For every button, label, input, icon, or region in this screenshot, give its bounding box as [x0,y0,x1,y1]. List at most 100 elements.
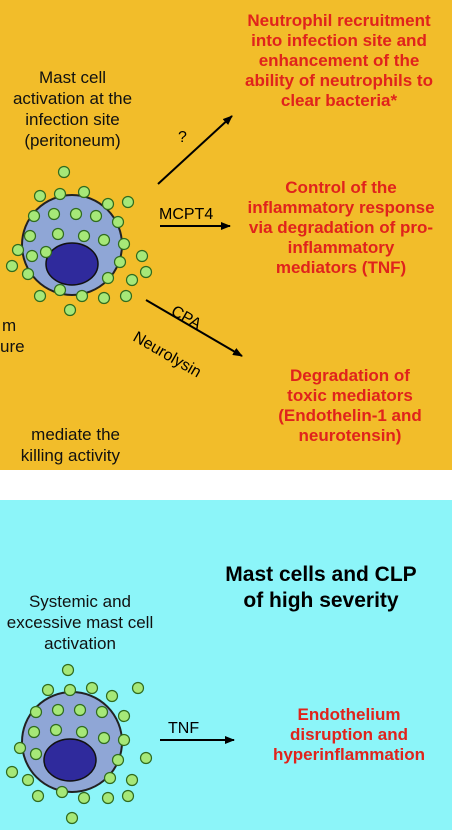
granule [27,209,41,223]
outcome-recruitment-text: Neutrophil recruitment into infection si… [226,11,452,111]
title-line: of high severity [243,589,399,612]
outcome-line: Control of the [285,178,397,197]
granule [39,245,53,259]
granule [21,773,35,787]
arrow-cpa-neurolysin [145,299,243,357]
outcome-line: clear bacteria* [280,91,398,110]
granule [117,237,131,251]
granule [33,289,47,303]
granule [103,771,117,785]
granule [29,747,43,761]
note-line: killing activity [20,446,120,465]
cpa-label: CPA [168,303,204,334]
granule [101,271,115,285]
question-mark-label: ? [178,129,187,146]
granule [135,249,149,263]
granule [85,681,99,695]
activation-line: excessive mast cell [6,613,154,632]
granule [33,189,47,203]
granule [73,703,87,717]
granule [75,289,89,303]
outcome-line: Endothelium [297,705,401,724]
granule [25,249,39,263]
granule [53,187,67,201]
bottom-panel: TNF Mast cells and CLP of high severity … [0,500,452,830]
activation-line: activation at the [12,89,133,108]
activation-line: (peritoneum) [24,131,121,150]
granule [5,765,19,779]
neurolysin-label: Neurolysin [130,329,204,382]
granule [57,165,71,179]
fragment-line: ure [0,337,25,356]
fragment-line: m [2,316,17,335]
activation-line: Systemic and [28,592,132,611]
top-diagram-svg: ? MCPT4 CPA Neurolysin [5,115,243,382]
granule [21,267,35,281]
granule [69,207,83,221]
mcpt4-label: MCPT4 [159,206,213,223]
bottom-diagram-svg: TNF [5,663,235,825]
activation-text: Mast cell activation at the infection si… [0,67,145,151]
granule [5,259,19,273]
granule [29,705,43,719]
mast-cell-bottom [5,663,153,825]
outcome-endothelium-text: Endothelium disruption and hyperinflamma… [246,705,452,765]
outcome-line: via degradation of pro- [248,218,434,237]
granule [105,689,119,703]
severity-title: Mast cells and CLP of high severity [190,562,452,614]
granule [125,273,139,287]
outcome-line: Neutrophil recruitment [247,11,431,30]
outcome-degradation-text: Degradation of toxic mediators (Endothel… [248,366,452,446]
granule [61,663,75,677]
granule [11,243,25,257]
granule [125,773,139,787]
granule [47,207,61,221]
granule [27,725,41,739]
title-line: Mast cells and CLP [225,563,417,586]
granule [23,229,37,243]
granule [65,811,79,825]
granule [77,185,91,199]
granule [121,789,135,803]
granule [119,289,133,303]
killing-activity-text: mediate the killing activity [0,424,120,466]
cell-nucleus [43,738,97,782]
mast-cell-top [5,165,153,317]
granule [95,705,109,719]
outcome-line: toxic mediators [287,386,413,405]
outcome-line: into infection site and [251,31,427,50]
granule [49,723,63,737]
granule [111,753,125,767]
granule [139,751,153,765]
top-panel: ? MCPT4 CPA Neurolysin Mast cell activat… [0,0,452,470]
note-line: mediate the [31,425,120,444]
granule [63,683,77,697]
outcome-line: Degradation of [290,366,410,385]
systemic-activation-text: Systemic and excessive mast cell activat… [0,591,160,654]
granule [55,785,69,799]
cell-nucleus [45,242,99,286]
left-fragment-text: m ure [0,315,25,357]
granule [139,265,153,279]
granule [63,303,77,317]
granule [77,229,91,243]
activation-line: activation [44,634,116,653]
granule [101,197,115,211]
granule [111,215,125,229]
outcome-line: mediators (TNF) [275,258,407,277]
granule [77,791,91,805]
outcome-line: inflammatory response [247,198,435,217]
granule [113,255,127,269]
granule [51,703,65,717]
outcome-line: hyperinflammation [272,745,426,764]
activation-line: Mast cell [38,68,107,87]
granule [89,209,103,223]
outcome-line: ability of neutrophils to [245,71,433,90]
arrow-recruitment [157,115,233,185]
outcome-line: disruption and [289,725,409,744]
granule [97,731,111,745]
granule [97,291,111,305]
granule [121,195,135,209]
granules [5,663,153,825]
granule [75,725,89,739]
